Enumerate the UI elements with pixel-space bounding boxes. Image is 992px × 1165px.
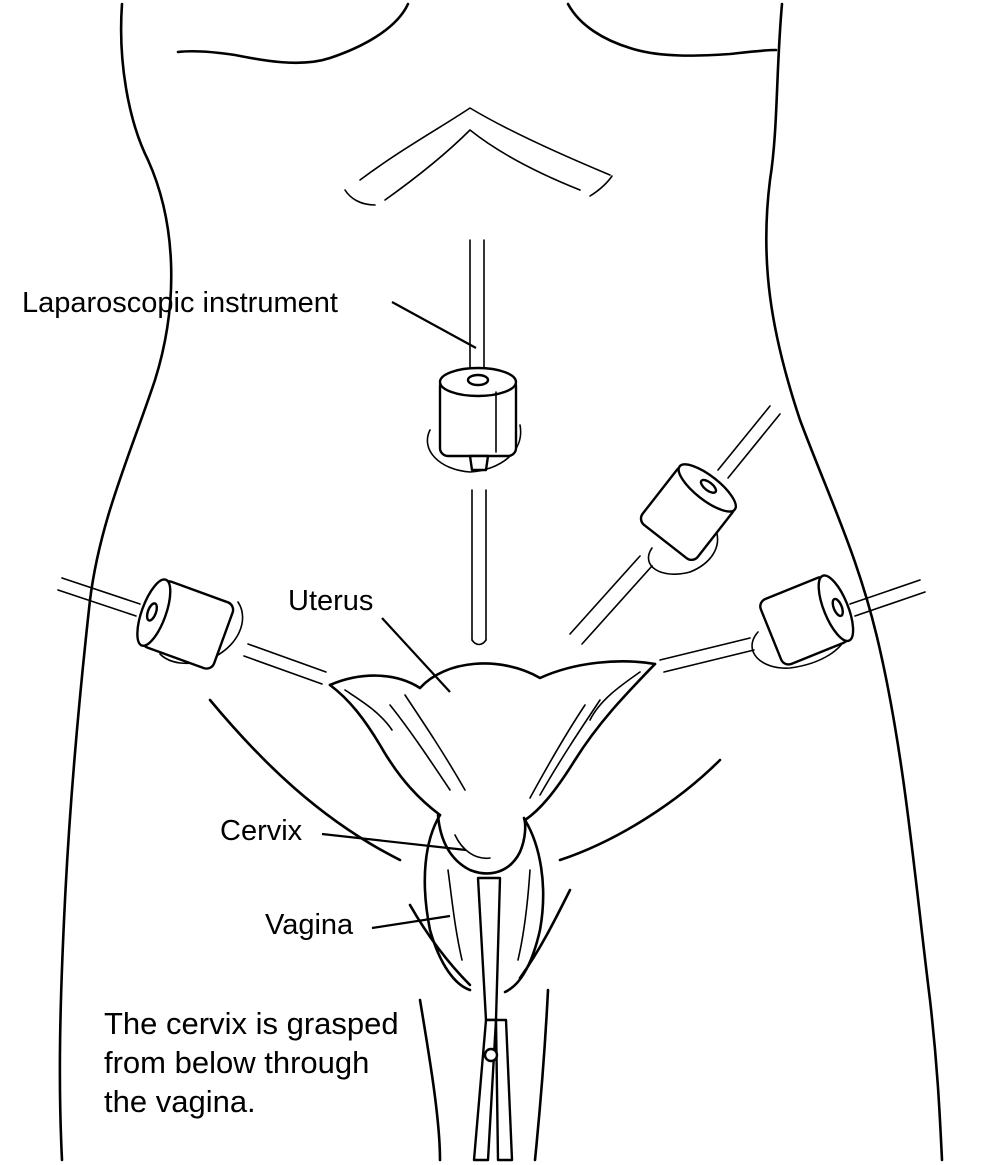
caption-line-3: the vagina. [104, 1084, 256, 1119]
uterus-shape [328, 660, 657, 994]
body-outline [58, 2, 944, 1162]
caption: The cervix is grasped from below through… [104, 1006, 399, 1119]
caption-line-1: The cervix is grasped [104, 1006, 399, 1041]
tenaculum-forceps [472, 876, 514, 1162]
label-vagina: Vagina [265, 909, 354, 941]
caption-line-2: from below through [104, 1045, 369, 1080]
leader-uterus [381, 617, 451, 693]
leader-laparoscopic-instrument [391, 301, 477, 349]
leader-vagina [371, 914, 451, 930]
port-top [426, 239, 522, 646]
leader-cervix [321, 832, 467, 852]
port-right-lower [659, 574, 926, 673]
port-left [57, 577, 327, 685]
port-right-upper [569, 405, 781, 645]
label-laparoscopic-instrument: Laparoscopic instrument [22, 287, 338, 319]
label-cervix: Cervix [220, 815, 303, 847]
label-uterus: Uterus [288, 585, 373, 617]
